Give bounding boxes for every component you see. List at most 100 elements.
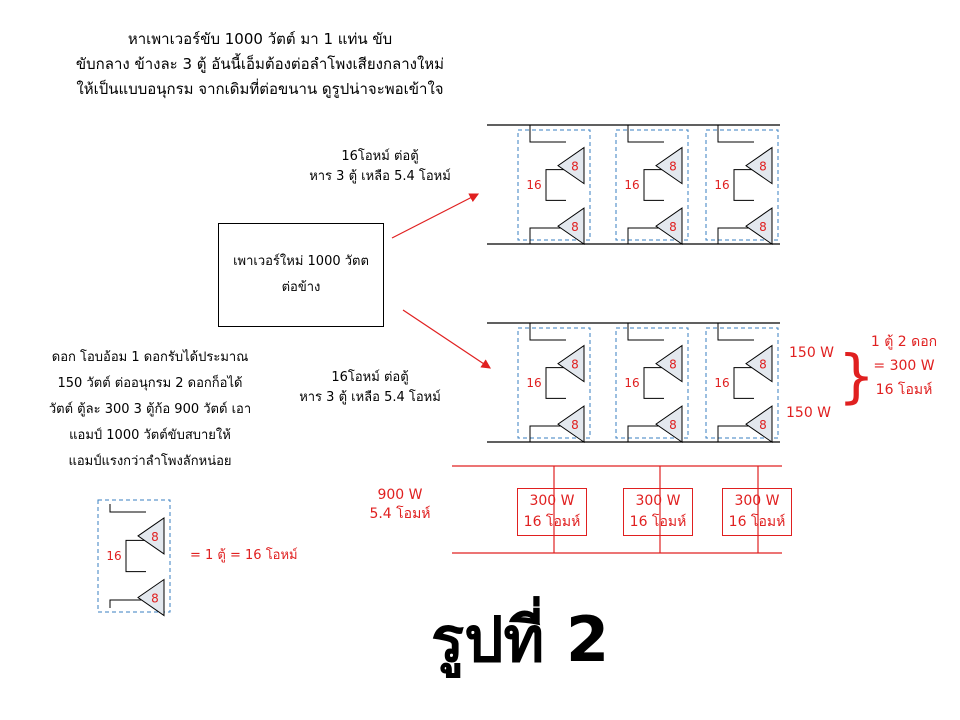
mid-cabinet-1-series-value: 16 [526,376,541,390]
figure-caption: รูปที่ 2 [430,603,610,676]
mid-cabinet-3-speaker-upper-label: 8 [759,358,767,372]
mid-cabinet-3-speaker-upper-cone [745,344,773,383]
top-cabinet-3-speaker-lower-label: 8 [759,220,767,234]
top-cabinet-1-frame [517,129,591,241]
mid-row-cabinets: 8 8 16 8 8 16 8 8 16 [517,323,779,444]
top-cabinet-2-wire-bottom [627,227,664,244]
mid-cabinet-2-frame [615,327,689,439]
arrow-to-mid-row [402,309,491,369]
load-box-1: 300 W 16 โอมห์ [517,488,587,536]
legend-cabinet-body-speaker-lower-cone [137,578,165,617]
mid-cabinet-3-series-value: 16 [714,376,729,390]
mid-cabinet-3-speaker-lower-label: 8 [759,418,767,432]
mid-cabinet-3-wire-top [717,323,754,341]
top-cabinet-1-speaker-upper-cone [557,146,585,185]
top-cabinet-2-speaker-upper-label: 8 [669,160,677,174]
mid-cabinet-3-speaker-lower-cone [745,405,773,444]
legend-equation: = 1 ตู้ = 16 โอหม์ [190,548,298,563]
legend-cabinet-body-series-value: 16 [106,549,121,563]
load-box-1-watts: 300 W [529,493,575,509]
mid-cabinet-2-series-link [643,367,664,399]
load-box-3: 300 W 16 โอมห์ [722,488,792,536]
load-box-2: 300 W 16 โอมห์ [623,488,693,536]
top-cabinet-1-series-link [545,169,566,201]
top-cabinet-3-series-link [733,169,754,201]
legend-cabinet-body-speaker-upper-cone [137,516,165,555]
header-line-3: ให้เป็นแบบอนุกรม จากเดิมที่ต่อขนาน ดูรูป… [76,80,444,98]
top-cabinet-1-speaker-upper-label: 8 [571,160,579,174]
amp-line-2: ต่อข้าง [281,280,321,295]
arrow-to-top-row [391,193,480,239]
top-cabinet-3-wire-bottom [717,227,754,244]
mid-cabinet-2-wire-bottom [627,425,664,442]
top-cabinet-2-frame [615,129,689,241]
legend-cabinet-body-frame [97,499,171,613]
top-cabinet-1-speaker-lower-cone [557,207,585,246]
mid-cabinet-1-speaker-upper-cone [557,344,585,383]
legend-cabinet-body-wire-top [109,504,146,513]
load-box-2-ohms: 16 โอมห์ [629,514,687,530]
mid-cabinet-1-wire-top [529,323,566,341]
top-cabinet-1-series-value: 16 [526,178,541,192]
top-cabinet-3-series-value: 16 [714,178,729,192]
mid-cabinet-1-speaker-upper-label: 8 [571,358,579,372]
top-cabinet-3-speaker-upper-label: 8 [759,160,767,174]
total-load-label: 900 W 5.4 โอมห์ [355,486,445,524]
left-note-line-3: วัตต์ ตู้ละ 300 3 ตู้ก้อ 900 วัตต์ เอา [48,402,252,417]
top-cabinet-2-speaker-lower-label: 8 [669,220,677,234]
top-cabinet-2-speaker-lower-cone [655,207,683,246]
summary-line-1: 1 ตู้ 2 ดอก [870,334,938,350]
load-box-3-ohms: 16 โอมห์ [728,514,786,530]
load-box-1-ohms: 16 โอมห์ [523,514,581,530]
lower-speaker-watt: 150 W [786,405,832,421]
load-box-3-watts: 300 W [734,493,780,509]
load-box-2-watts: 300 W [635,493,681,509]
top-cabinet-1-speaker-lower-label: 8 [571,220,579,234]
mid-cabinet-2-speaker-lower-cone [655,405,683,444]
left-note-line-5: แอมป์แรงกว่าลำโพงลักหน่อย [68,454,232,469]
left-note-line-2: 150 วัตต์ ต่ออนุกรม 2 ดอกก็อได้ [57,376,243,391]
legend-cabinet-body-speaker-upper-label: 8 [151,530,159,544]
legend-cabinet: 8 8 16 [97,499,171,617]
amplifier-box: เพาเวอร์ใหม่ 1000 วัตต ต่อข้าง [218,223,384,327]
mid-cabinet-3-frame [705,327,779,439]
mid-cabinet-3-series-link [733,367,754,399]
legend-cabinet-body-series-link [125,539,146,573]
top-cabinet-2-wire-top [627,125,664,143]
summary-line-3: 16 โอมห์ [875,382,933,398]
top-cabinet-3-frame [705,129,779,241]
mid-cabinet-1-speaker-lower-label: 8 [571,418,579,432]
upper-speaker-watt: 150 W [789,345,835,361]
mid-cabinet-2-speaker-lower-label: 8 [669,418,677,432]
summary-line-2: = 300 W [873,358,935,374]
header-text: หาเพาเวอร์ขับ 1000 วัตต์ มา 1 แท่น ขับ ข… [40,27,480,102]
top-cabinet-3: 8 8 16 [705,125,779,246]
top-cabinet-2-series-link [643,169,664,201]
mid-cabinet-1-series-link [545,367,566,399]
mid-cabinet-3: 8 8 16 [705,323,779,444]
mid-cabinet-2-wire-top [627,323,664,341]
mid-note-line-1: 16โอหม์ ต่อตู้ [331,370,409,385]
curly-brace: } [838,342,875,410]
top-cabinet-1: 8 8 16 [517,125,591,246]
cabinet-summary-note: 1 ตู้ 2 ดอก = 300 W 16 โอมห์ [852,330,956,402]
total-watts: 900 W [377,487,423,503]
mid-cabinet-1-speaker-lower-cone [557,405,585,444]
left-note-line-4: แอมป์ 1000 วัตต์ขับสบายให้ [69,428,231,443]
mid-cabinet-2-series-value: 16 [624,376,639,390]
header-line-2: ขับกลาง ข้างละ 3 ตู้ อันนี้เอ็มต้องต่อลำ… [75,55,445,73]
legend-cabinet-body-speaker-lower-label: 8 [151,592,159,606]
top-cabinet-3-speaker-lower-cone [745,207,773,246]
top-note-line-1: 16โอหม์ ต่อตู้ [341,149,419,164]
mid-impedance-note: 16โอหม์ ต่อตู้ หาร 3 ตู้ เหลือ 5.4 โอหม์ [290,368,450,408]
mid-cabinet-2-speaker-upper-label: 8 [669,358,677,372]
left-note-line-1: ดอก โอบอ้อม 1 ดอกรับได้ประมาณ [51,350,249,365]
top-impedance-note: 16โอหม์ ต่อตู้ หาร 3 ตู้ เหลือ 5.4 โอหม์ [300,147,460,187]
mid-cabinet-3-wire-bottom [717,425,754,442]
mid-cabinet-2-speaker-upper-cone [655,344,683,383]
top-cabinet-1-wire-top [529,125,566,143]
top-note-line-2: หาร 3 ตู้ เหลือ 5.4 โอหม์ [309,169,451,184]
